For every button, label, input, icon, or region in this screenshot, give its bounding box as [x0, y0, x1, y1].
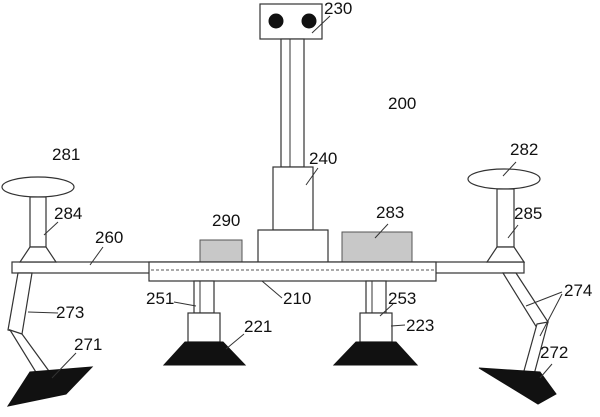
pad-left-leader-line [225, 333, 245, 350]
stand-left-leader-line [43, 221, 59, 236]
box-283-leader-line [374, 223, 389, 239]
camera-lens-right [301, 13, 317, 29]
stand-right-base [485, 246, 526, 263]
label-284: 284 [54, 204, 82, 223]
label-210: 210 [283, 289, 311, 308]
shoe-right [478, 367, 557, 405]
label-271: 271 [74, 335, 102, 354]
leg-right-leader-line-2 [539, 293, 563, 337]
center-plate-210 [148, 261, 437, 282]
label-260: 260 [95, 228, 123, 247]
leg-right-leader-line-1 [525, 291, 563, 307]
label-230: 230 [324, 0, 352, 18]
label-281: 281 [52, 145, 80, 164]
shoe-right-leader-line [539, 363, 553, 379]
camera-lens-left [268, 13, 284, 29]
camera-leader-line [311, 15, 331, 34]
pad-right-leader-line [390, 324, 406, 327]
label-223: 223 [406, 316, 434, 335]
label-272: 272 [540, 343, 568, 362]
label-253: 253 [388, 289, 416, 308]
label-282: 282 [510, 140, 538, 159]
sensor-disk-left [1, 176, 75, 198]
column [272, 166, 314, 231]
foot-right-leader-line [379, 303, 394, 317]
mast [280, 38, 305, 168]
foot-strut-right [365, 280, 387, 314]
sensor-disk-right [467, 168, 541, 190]
label-240: 240 [309, 149, 337, 168]
plate-260-leader-line [89, 246, 104, 266]
label-200: 200 [388, 94, 416, 113]
sensor-right-leader-line [502, 161, 517, 177]
box-283 [341, 231, 413, 263]
label-251: 251 [146, 289, 174, 308]
foot-left-leader-line [173, 301, 197, 307]
stand-left-base [18, 246, 58, 263]
label-274: 274 [564, 281, 592, 300]
shoe-left [6, 366, 94, 407]
stand-left [29, 196, 47, 248]
suction-pad-left [162, 341, 247, 366]
plate-210-leader-line [261, 280, 283, 299]
leg-left-leader-line [27, 311, 59, 314]
label-290: 290 [212, 211, 240, 230]
foot-block-right [359, 312, 393, 343]
shoe-left-leader-line [51, 352, 77, 379]
column-base [257, 229, 329, 264]
box-290 [199, 239, 243, 263]
label-221: 221 [244, 317, 272, 336]
foot-strut-left [193, 280, 215, 314]
leg-left-upper [7, 272, 33, 335]
label-273: 273 [56, 303, 84, 322]
foot-block-left [187, 312, 221, 343]
column-leader-line [305, 167, 319, 186]
label-283: 283 [376, 203, 404, 222]
suction-pad-right [332, 341, 419, 366]
label-285: 285 [514, 204, 542, 223]
stand-right [496, 188, 515, 248]
stand-right-leader-line [507, 224, 519, 239]
